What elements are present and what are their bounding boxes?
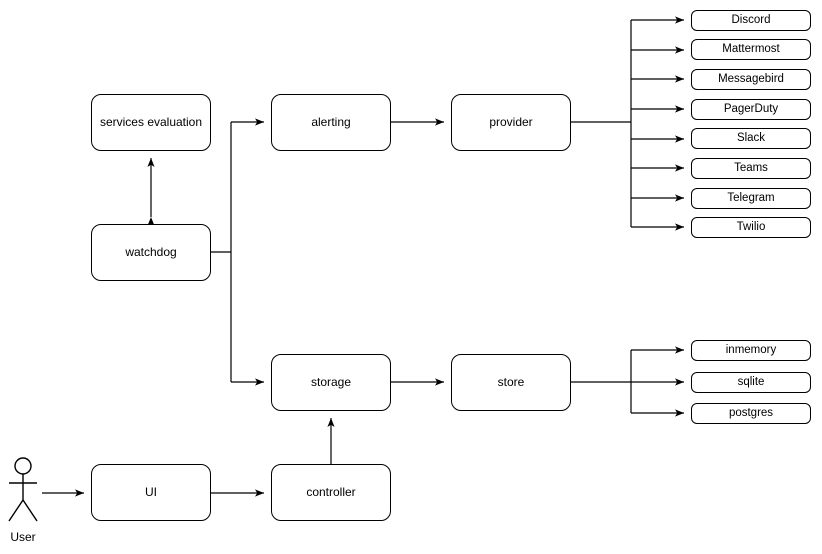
user-actor-label: User	[10, 530, 36, 544]
node-controller[interactable]: controller	[271, 464, 391, 521]
node-services-evaluation[interactable]: services evaluation	[91, 94, 211, 151]
node-provider-teams-label: Teams	[734, 162, 768, 175]
node-alerting-label: alerting	[311, 114, 351, 129]
node-services-evaluation-label: services evaluation	[99, 114, 203, 129]
node-watchdog-label: watchdog	[125, 244, 177, 259]
node-provider-label: provider	[489, 114, 533, 129]
node-provider-twilio[interactable]: Twilio	[691, 217, 811, 238]
node-store-inmemory[interactable]: inmemory	[691, 340, 811, 361]
node-storage-label: storage	[310, 374, 352, 389]
node-store[interactable]: store	[451, 354, 571, 411]
node-store-sqlite-label: sqlite	[737, 376, 765, 389]
node-provider-teams[interactable]: Teams	[691, 158, 811, 179]
node-store-label: store	[497, 374, 525, 389]
node-provider-messagebird-label: Messagebird	[718, 73, 784, 86]
node-ui[interactable]: UI	[91, 464, 211, 521]
node-store-postgres[interactable]: postgres	[691, 403, 811, 424]
node-provider-telegram[interactable]: Telegram	[691, 188, 811, 209]
node-provider-mattermost[interactable]: Mattermost	[691, 39, 811, 60]
user-actor-figure	[8, 457, 38, 522]
node-ui-label: UI	[145, 484, 157, 499]
node-provider-twilio-label: Twilio	[736, 221, 766, 234]
node-store-inmemory-label: inmemory	[725, 344, 777, 357]
node-watchdog[interactable]: watchdog	[91, 224, 211, 281]
node-alerting[interactable]: alerting	[271, 94, 391, 151]
node-storage[interactable]: storage	[271, 354, 391, 411]
node-store-postgres-label: postgres	[728, 407, 774, 420]
node-provider-mattermost-label: Mattermost	[722, 43, 780, 56]
node-controller-label: controller	[306, 484, 356, 499]
node-provider-discord-label: Discord	[731, 14, 771, 27]
node-provider-pagerduty[interactable]: PagerDuty	[691, 99, 811, 120]
node-store-sqlite[interactable]: sqlite	[691, 372, 811, 393]
node-provider-slack[interactable]: Slack	[691, 128, 811, 149]
node-provider-slack-label: Slack	[736, 132, 766, 145]
node-provider-pagerduty-label: PagerDuty	[723, 103, 779, 116]
node-provider-messagebird[interactable]: Messagebird	[691, 69, 811, 90]
node-provider-discord[interactable]: Discord	[691, 10, 811, 31]
node-provider-telegram-label: Telegram	[727, 192, 775, 205]
node-provider[interactable]: provider	[451, 94, 571, 151]
